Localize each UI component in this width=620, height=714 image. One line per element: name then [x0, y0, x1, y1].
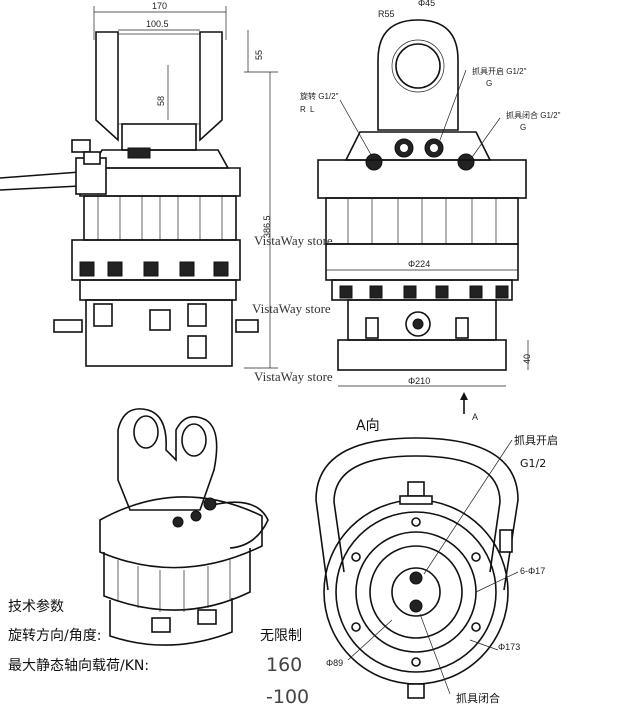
port-g-bottom: G [520, 123, 526, 132]
dim-height-top: 55 [254, 50, 264, 60]
port-grab-close: 抓具闭合 G1/2" [506, 110, 561, 120]
label-grab-open: 抓具开启 [514, 433, 558, 447]
iso-ribs [117, 558, 231, 612]
port-l: L [310, 105, 315, 114]
dim-height-58: 58 [156, 96, 166, 106]
dim-bore: Φ45 [418, 0, 435, 8]
spec-value-load-neg: -100 [266, 686, 309, 708]
front-view: 170 100.5 55 58 386.5 [0, 1, 278, 369]
spec-value-rotation: 无限制 [260, 628, 302, 644]
dim-inner-width: 100.5 [146, 19, 169, 29]
watermark: VistaWay store [254, 233, 333, 248]
label-grab-close: 抓具闭合 [456, 691, 500, 705]
spec-value-load: 160 [266, 654, 302, 676]
port-grab-open: 抓具开启 G1/2" [472, 66, 527, 76]
dim-height-40: 40 [522, 354, 532, 364]
spec-label-load: 最大静态轴向载荷/KN: [8, 658, 149, 674]
port-g-top: G [486, 79, 492, 88]
specs-title: 技术参数 [8, 598, 64, 615]
side-view: R55 Φ45 旋转 G1/2" L R 抓具开启 G1/2" G 抓具闭合 G… [300, 0, 561, 422]
watermark: VistaWay store [254, 369, 333, 384]
side-ribs [347, 198, 497, 244]
arrow-a-label: A [472, 412, 478, 422]
dim-diameter-173: Φ173 [498, 642, 520, 652]
label-g-half: G1/2 [520, 457, 546, 470]
front-ribs [97, 196, 223, 240]
isometric-view [99, 408, 269, 646]
port-r: R [300, 105, 306, 114]
dim-diameter-224: Φ224 [408, 259, 430, 269]
watermark: VistaWay store [252, 301, 331, 316]
spec-label-rotation: 旋转方向/角度: [8, 628, 101, 644]
dim-width-top: 170 [152, 1, 167, 11]
dim-holes: 6-Φ17 [520, 566, 545, 576]
view-a: A向 抓具开启 G1/2 抓具闭 [315, 418, 558, 705]
dim-diameter-210: Φ210 [408, 376, 430, 386]
dim-diameter-89: Φ89 [326, 658, 343, 668]
bolt-holes [351, 517, 481, 667]
view-a-title: A向 [356, 418, 380, 434]
specs-block: 技术参数 旋转方向/角度: 无限制 最大静态轴向载荷/KN: 160 -100 [8, 598, 309, 708]
dim-total-height: 386.5 [262, 215, 272, 238]
port-rotate: 旋转 G1/2" [300, 91, 339, 101]
dim-radius: R55 [378, 9, 395, 19]
